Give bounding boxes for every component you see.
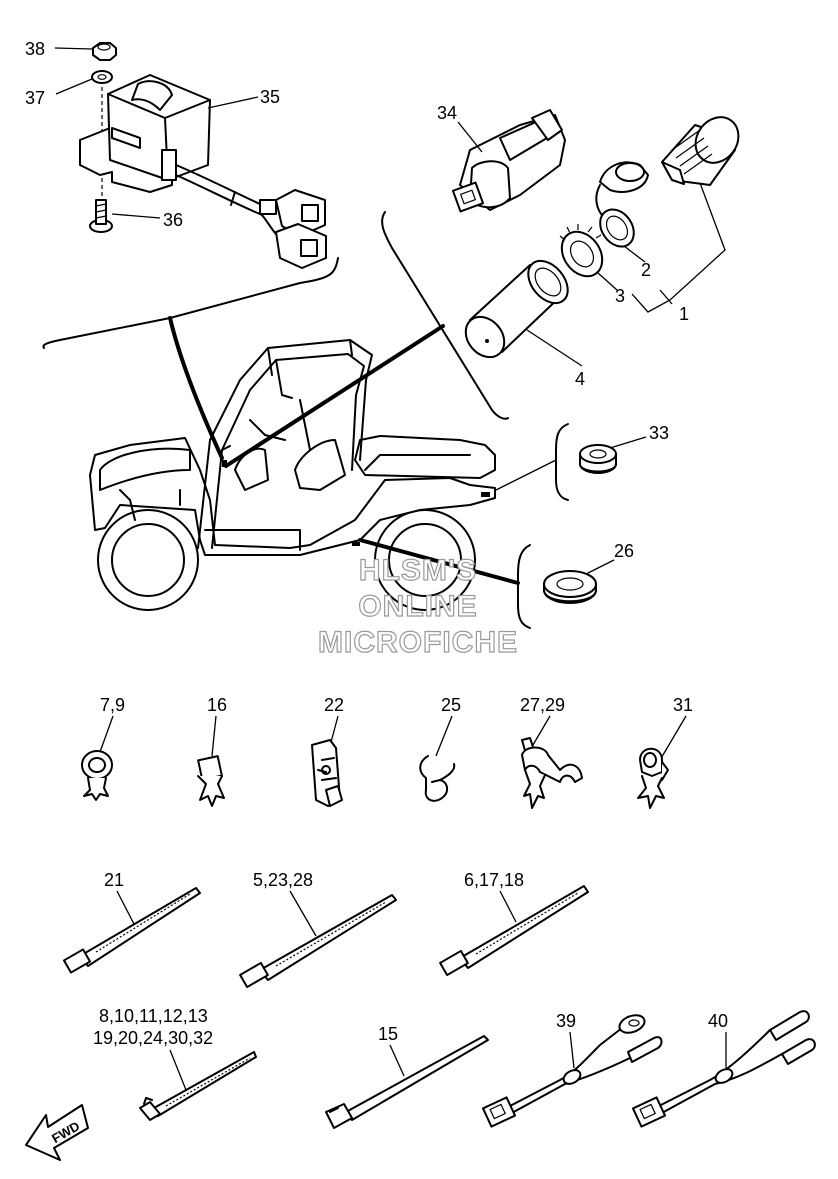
part-34-switch[interactable] xyxy=(451,109,566,213)
part-33-grommet[interactable] xyxy=(579,444,617,474)
callout-37: 37 xyxy=(25,88,45,108)
part-26-grommet[interactable] xyxy=(543,570,597,604)
part-15-cable-tie[interactable] xyxy=(325,1035,489,1129)
part-16-clip[interactable] xyxy=(197,755,225,807)
part-40-wire-lead[interactable] xyxy=(631,1010,816,1128)
watermark-line-2: ONLINE xyxy=(358,590,477,623)
part-1-socket-body[interactable] xyxy=(661,109,747,186)
callout-34: 34 xyxy=(437,103,457,123)
part-27-29-clamp[interactable] xyxy=(521,737,583,809)
part-21-cable-tie[interactable] xyxy=(62,887,201,974)
callout-39: 39 xyxy=(556,1011,576,1031)
part-22-clamp[interactable] xyxy=(311,739,343,807)
callout-7-9: 7,9 xyxy=(100,695,125,715)
callout-19-20-24-30-32: 19,20,24,30,32 xyxy=(93,1028,213,1048)
part-3-lock-nut[interactable] xyxy=(553,224,610,284)
callout-3: 3 xyxy=(615,286,625,306)
part-7-9-clamp[interactable] xyxy=(81,750,113,801)
callout-31: 31 xyxy=(673,695,693,715)
fwd-arrow-icon: FWD xyxy=(25,1104,89,1161)
part-38-nut[interactable] xyxy=(92,42,117,61)
callout-22: 22 xyxy=(324,695,344,715)
callout-35: 35 xyxy=(260,87,280,107)
callout-38: 38 xyxy=(25,39,45,59)
callout-1: 1 xyxy=(679,304,689,324)
part-2-socket-cap[interactable] xyxy=(593,161,649,253)
callout-36: 36 xyxy=(163,210,183,230)
callout-21: 21 xyxy=(104,870,124,890)
part-36-screw[interactable] xyxy=(89,199,113,233)
part-35-relay-assembly[interactable] xyxy=(79,74,327,269)
callout-8-10-11-12-13: 8,10,11,12,13 xyxy=(99,1006,208,1026)
watermark-line-3: MICROFICHE xyxy=(318,626,518,659)
part-39-wire-lead[interactable] xyxy=(481,1012,663,1128)
callout-2: 2 xyxy=(641,260,651,280)
callout-27-29: 27,29 xyxy=(520,695,565,715)
part-37-washer[interactable] xyxy=(91,70,113,84)
callout-16: 16 xyxy=(207,695,227,715)
callout-26: 26 xyxy=(614,541,634,561)
callout-5-23-28: 5,23,28 xyxy=(253,870,313,890)
callout-6-17-18: 6,17,18 xyxy=(464,870,524,890)
callout-25: 25 xyxy=(441,695,461,715)
part-31-clamp[interactable] xyxy=(637,747,669,809)
part-25-wire-clip[interactable] xyxy=(419,755,456,802)
callout-15: 15 xyxy=(378,1024,398,1044)
part-4-socket-cover[interactable] xyxy=(458,253,576,364)
callout-4: 4 xyxy=(575,369,585,389)
part-6-17-18-cable-tie[interactable] xyxy=(439,885,589,977)
watermark-line-1: HLSM'S xyxy=(359,554,477,587)
vehicle-illustration xyxy=(89,339,496,611)
part-5-23-28-cable-tie[interactable] xyxy=(239,894,397,989)
callout-33: 33 xyxy=(649,423,669,443)
callout-40: 40 xyxy=(708,1011,728,1031)
part-8-32-cable-tie[interactable] xyxy=(139,1051,257,1121)
